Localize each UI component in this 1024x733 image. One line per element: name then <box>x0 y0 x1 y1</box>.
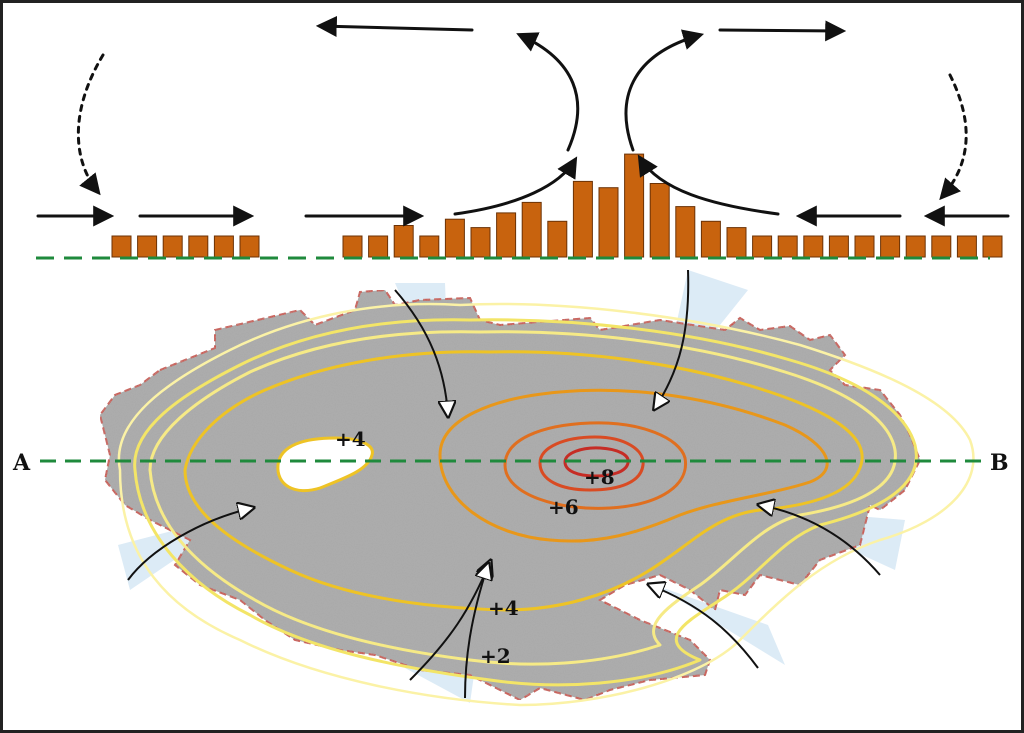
inflow-curve-right <box>637 154 780 216</box>
contour-label-4: +4 <box>488 596 519 620</box>
isotherm-4 <box>183 350 864 612</box>
point-a-label: A <box>12 450 31 476</box>
temperature-bar <box>828 235 849 258</box>
inflow-arrow-west <box>127 508 252 581</box>
temperature-bar <box>598 187 619 258</box>
contour-label-2: +2 <box>480 644 511 668</box>
temperature-bar <box>956 235 977 258</box>
temperature-bar <box>419 235 440 258</box>
temperature-bar <box>496 212 517 258</box>
rising-arrow-right <box>624 29 705 152</box>
isotherm-2 <box>133 318 918 687</box>
temperature-bar <box>572 180 593 258</box>
temperature-bar <box>444 218 465 258</box>
isotherm-6 <box>503 421 688 510</box>
temperature-bar <box>111 235 132 258</box>
temperature-bar <box>982 235 1003 258</box>
temperature-bar <box>880 235 901 258</box>
temperature-bar <box>854 235 875 258</box>
inflow-arrow-north-2 <box>655 269 690 408</box>
inflow-arrows <box>127 269 881 699</box>
inflow-arrow-southeast <box>650 585 759 669</box>
isotherm-8 <box>563 446 630 478</box>
temperature-bar <box>162 235 183 258</box>
outflow-arrow-left <box>315 15 474 37</box>
temperature-bar <box>213 235 234 258</box>
temperature-bar-profile <box>111 153 1003 258</box>
temperature-bar <box>905 235 926 258</box>
temperature-bar <box>188 235 209 258</box>
temperature-bar <box>393 225 414 258</box>
inflow-arrow-south-2 <box>464 565 488 699</box>
isotherms <box>117 302 975 707</box>
temperature-bar <box>726 227 747 258</box>
temperature-bar <box>777 235 798 258</box>
inflow-arrow-east <box>760 505 881 576</box>
isotherm-5 <box>438 388 829 543</box>
temperature-bar <box>137 235 158 258</box>
outflow-arrow-right <box>718 20 847 42</box>
temperature-bar <box>931 235 952 258</box>
contour-label-peak: +8 <box>584 465 615 489</box>
temperature-bar <box>675 206 696 258</box>
circulation-arrows <box>36 15 1010 227</box>
temperature-bar <box>368 235 389 258</box>
urban-area <box>98 288 922 702</box>
isotherm-3 <box>148 330 897 666</box>
rising-arrow-left <box>516 32 580 152</box>
contour-label-6: +6 <box>548 495 579 519</box>
isotherm-outer <box>117 302 975 707</box>
contour-label-secondary-peak: +4 <box>335 427 366 451</box>
inflow-curve-left <box>453 156 578 216</box>
inflow-arrow-north-1 <box>394 289 448 415</box>
temperature-bar <box>470 227 491 258</box>
subsiding-arrow-left <box>76 53 105 196</box>
temperature-bar <box>547 220 568 258</box>
temperature-bar <box>700 220 721 258</box>
temperature-bar <box>521 201 542 258</box>
subsiding-arrow-right <box>939 73 968 201</box>
temperature-bar <box>342 235 363 258</box>
temperature-bar <box>803 235 824 258</box>
temperature-bar <box>624 153 645 258</box>
temperature-bar <box>752 235 773 258</box>
point-b-label: B <box>990 450 1009 476</box>
park-cool-spot <box>276 436 374 493</box>
temperature-bar <box>649 183 670 258</box>
isotherm-7 <box>538 435 645 492</box>
temperature-bar <box>239 235 260 258</box>
